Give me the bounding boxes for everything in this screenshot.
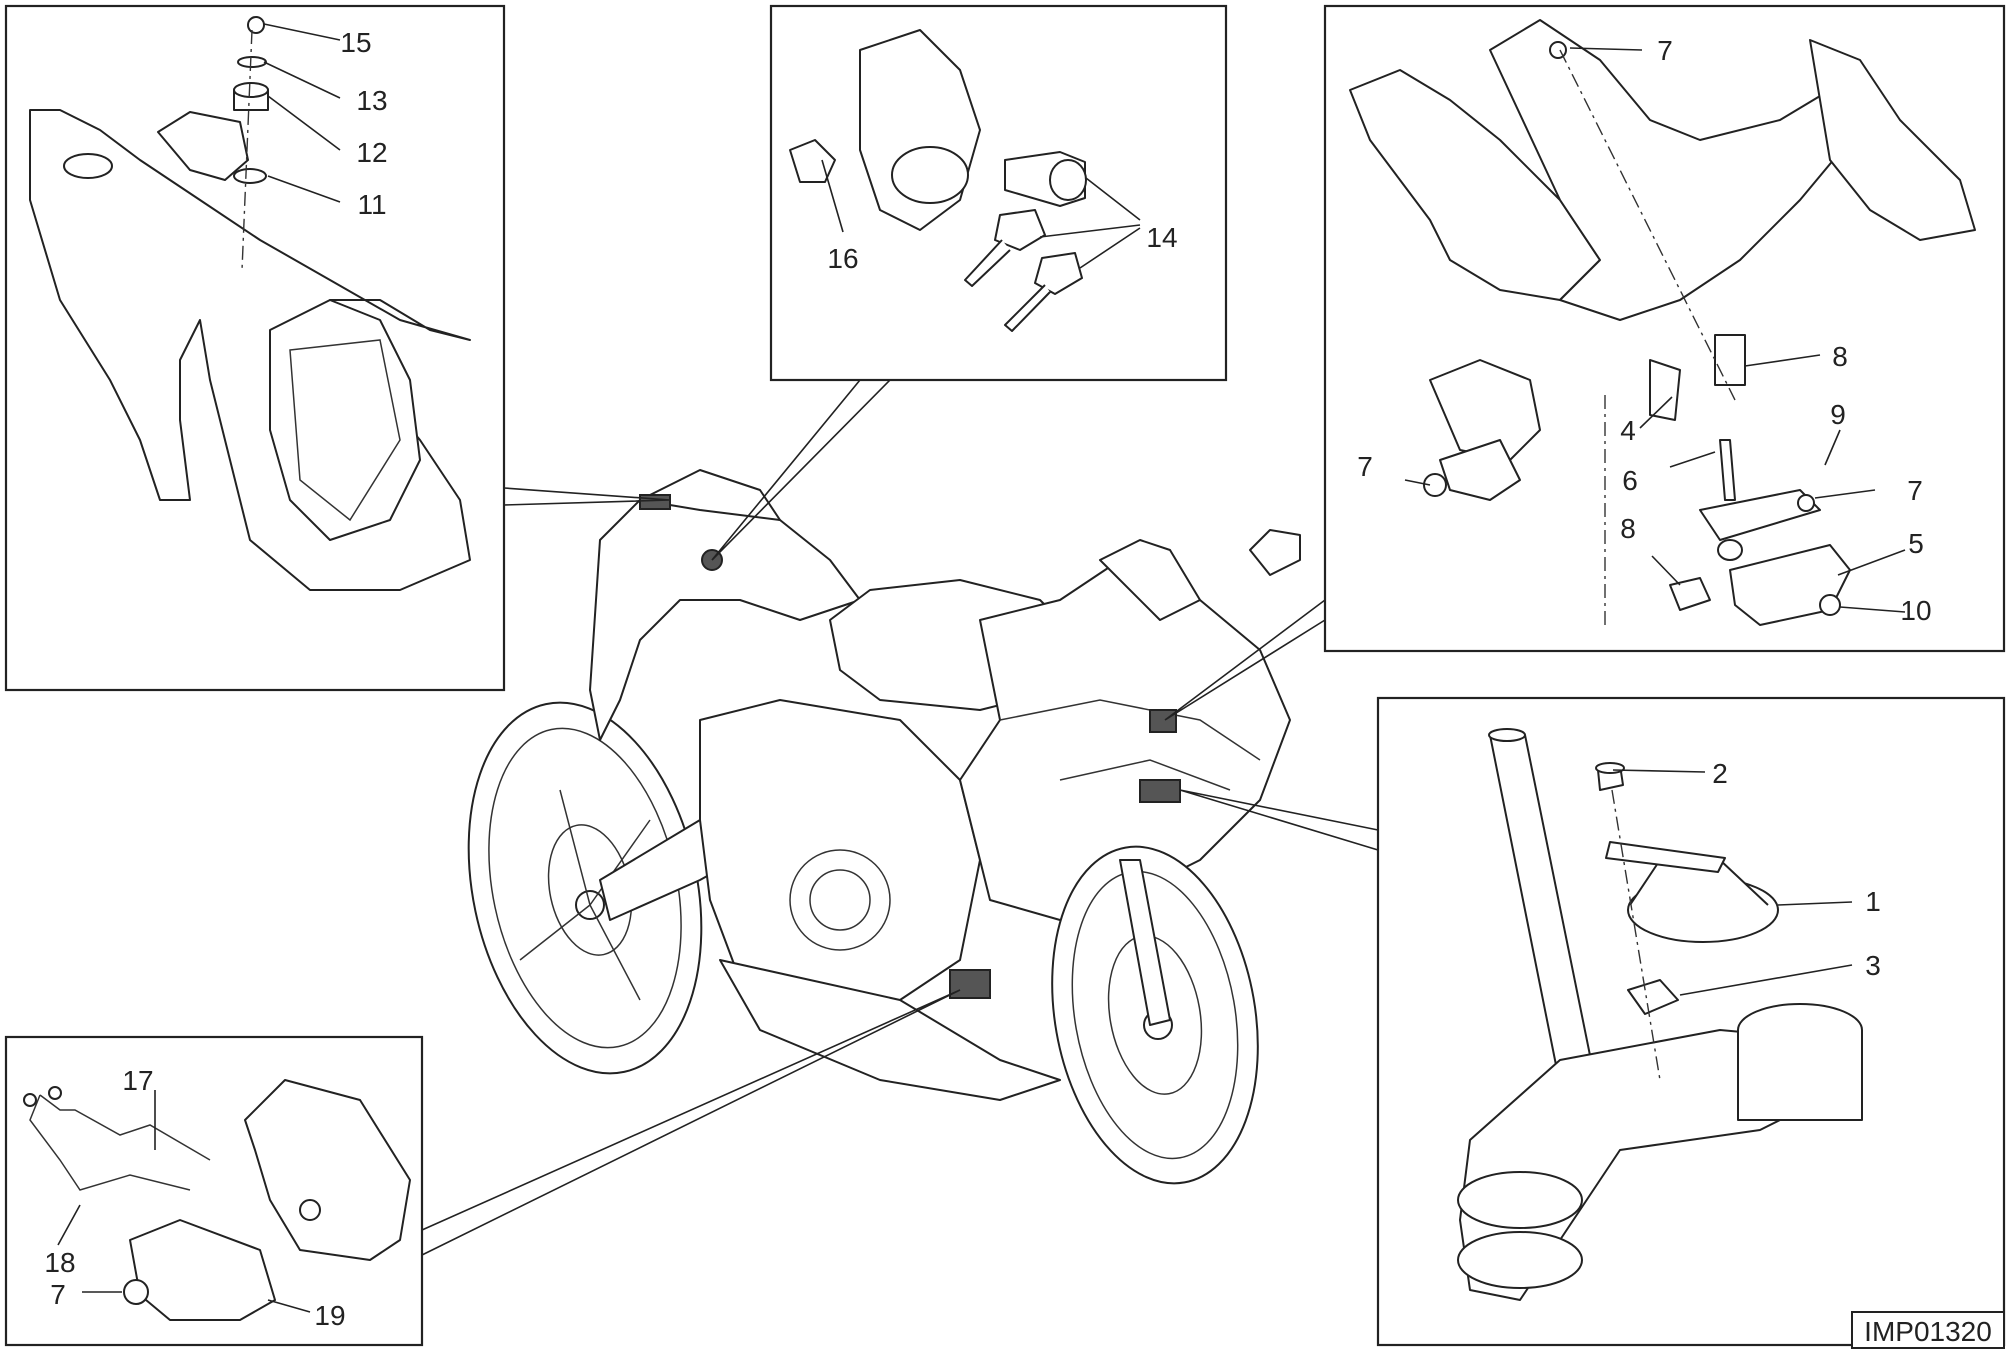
callout-14: 14: [1146, 222, 1177, 253]
callout-18: 18: [44, 1247, 75, 1278]
callout-16: 16: [827, 243, 858, 274]
callout-1: 1: [1865, 886, 1881, 917]
callout-leaders: [57, 23, 1906, 1313]
callout-15: 15: [340, 27, 371, 58]
callout-3: 3: [1865, 950, 1881, 981]
panel-front-subframe: [1323, 4, 2006, 653]
panel-exhaust-actuator: [4, 1035, 424, 1347]
callout-4: 4: [1620, 415, 1636, 446]
callout-17: 17: [122, 1065, 153, 1096]
drawing-code-box: IMP01320: [1851, 1311, 2005, 1349]
callout-2: 2: [1712, 758, 1728, 789]
motorcycle-overview: [467, 469, 1301, 1185]
callout-10: 10: [1900, 595, 1931, 626]
callout-7-bottom: 7: [50, 1279, 66, 1310]
callout-7-right: 7: [1907, 475, 1923, 506]
panel-tail-section: [4, 4, 506, 692]
callout-5: 5: [1908, 528, 1924, 559]
panel-connector-lines: [421, 379, 1379, 1256]
callout-8-upper: 8: [1832, 341, 1848, 372]
callout-7-left: 7: [1357, 451, 1373, 482]
drawing-code: IMP01320: [1864, 1316, 1992, 1347]
callout-7-top: 7: [1657, 35, 1673, 66]
callout-labels: 15 13 12 11 16 14 7 8 4 9 7 6 7 8 5 10 2…: [44, 27, 1931, 1331]
panel-ignition-lock: [769, 4, 1228, 382]
callout-13: 13: [356, 85, 387, 116]
panel-horn-mount: [1376, 696, 2006, 1347]
callout-8-lower: 8: [1620, 513, 1636, 544]
callout-6: 6: [1622, 465, 1638, 496]
callout-12: 12: [356, 137, 387, 168]
callout-9: 9: [1830, 399, 1846, 430]
callout-11: 11: [357, 189, 386, 220]
callout-19: 19: [314, 1300, 345, 1331]
